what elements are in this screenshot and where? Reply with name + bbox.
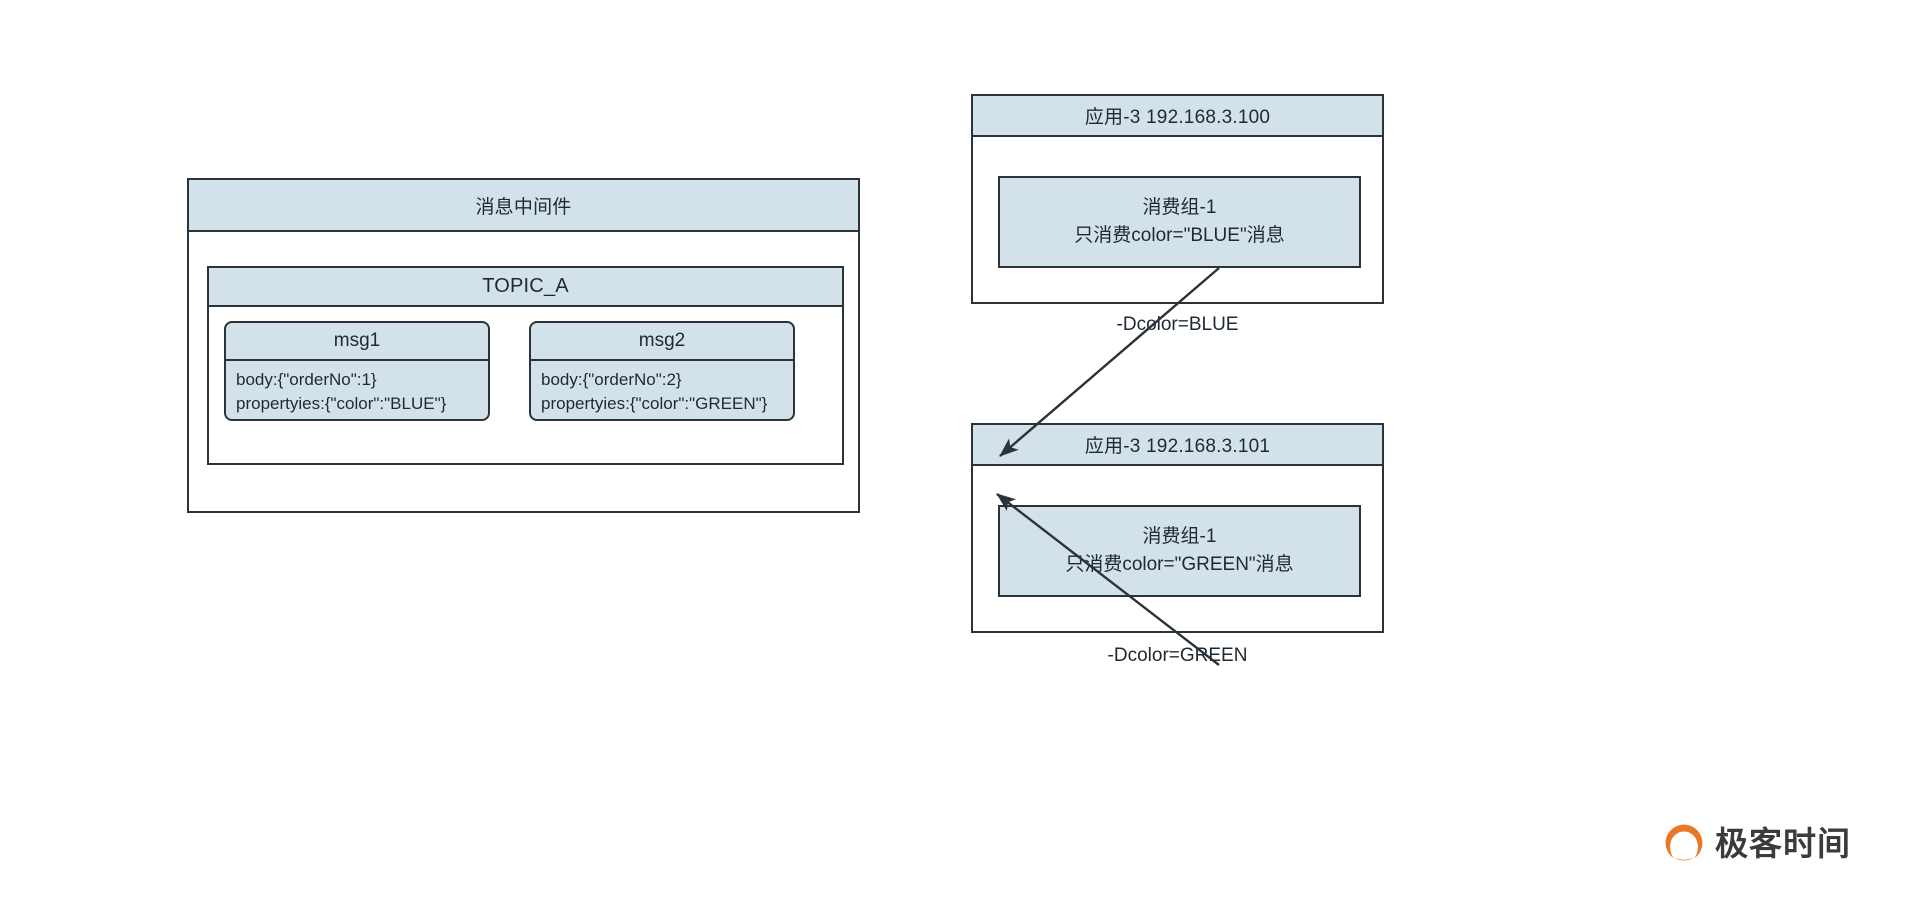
application-header: 应用-3 192.168.3.100 xyxy=(973,96,1382,137)
message-properties-line: propertyies:{"color":"GREEN"} xyxy=(541,394,768,414)
application-header: 应用-3 192.168.3.101 xyxy=(973,425,1382,466)
message-middleware-container: 消息中间件 TOPIC_A msg1 body:{"orderNo":1} pr… xyxy=(187,178,860,513)
message-card[interactable]: msg2 body:{"orderNo":2} propertyies:{"co… xyxy=(529,321,795,421)
message-name: msg1 xyxy=(226,323,488,361)
message-body: body:{"orderNo":2} propertyies:{"color":… xyxy=(531,361,793,416)
jvm-param-label: -Dcolor=GREEN xyxy=(1107,645,1248,666)
message-body-line: body:{"orderNo":1} xyxy=(236,370,377,389)
application-box: 应用-3 192.168.3.101 消费组-1 只消费color="GREEN… xyxy=(971,423,1384,633)
message-properties-line: propertyies:{"color":"BLUE"} xyxy=(236,394,447,414)
consumer-group-box[interactable]: 消费组-1 只消费color="GREEN"消息 xyxy=(998,505,1361,597)
consumer-group-name: 消费组-1 xyxy=(1142,197,1217,219)
jvm-param-label: -Dcolor=BLUE xyxy=(1116,314,1239,335)
consumer-group-rule: 只消费color="BLUE"消息 xyxy=(1074,225,1285,246)
geektime-circle-icon xyxy=(1665,824,1703,861)
message-middleware-header: 消息中间件 xyxy=(189,180,858,232)
message-name: msg2 xyxy=(531,323,793,361)
topic-header: TOPIC_A xyxy=(209,268,842,307)
consumer-group-name: 消费组-1 xyxy=(1142,526,1217,548)
consumer-group-rule: 只消费color="GREEN"消息 xyxy=(1065,554,1294,575)
geektime-logo-text: 极客时间 xyxy=(1715,824,1851,862)
consumer-group-box[interactable]: 消费组-1 只消费color="BLUE"消息 xyxy=(998,176,1361,268)
topic-container: TOPIC_A msg1 body:{"orderNo":1} property… xyxy=(207,266,844,465)
application-box: 应用-3 192.168.3.100 消费组-1 只消费color="BLUE"… xyxy=(971,94,1384,304)
geektime-logo: 极客时间 xyxy=(1663,822,1851,864)
message-body-line: body:{"orderNo":2} xyxy=(541,370,682,389)
message-body: body:{"orderNo":1} propertyies:{"color":… xyxy=(226,361,488,416)
message-card[interactable]: msg1 body:{"orderNo":1} propertyies:{"co… xyxy=(224,321,490,421)
